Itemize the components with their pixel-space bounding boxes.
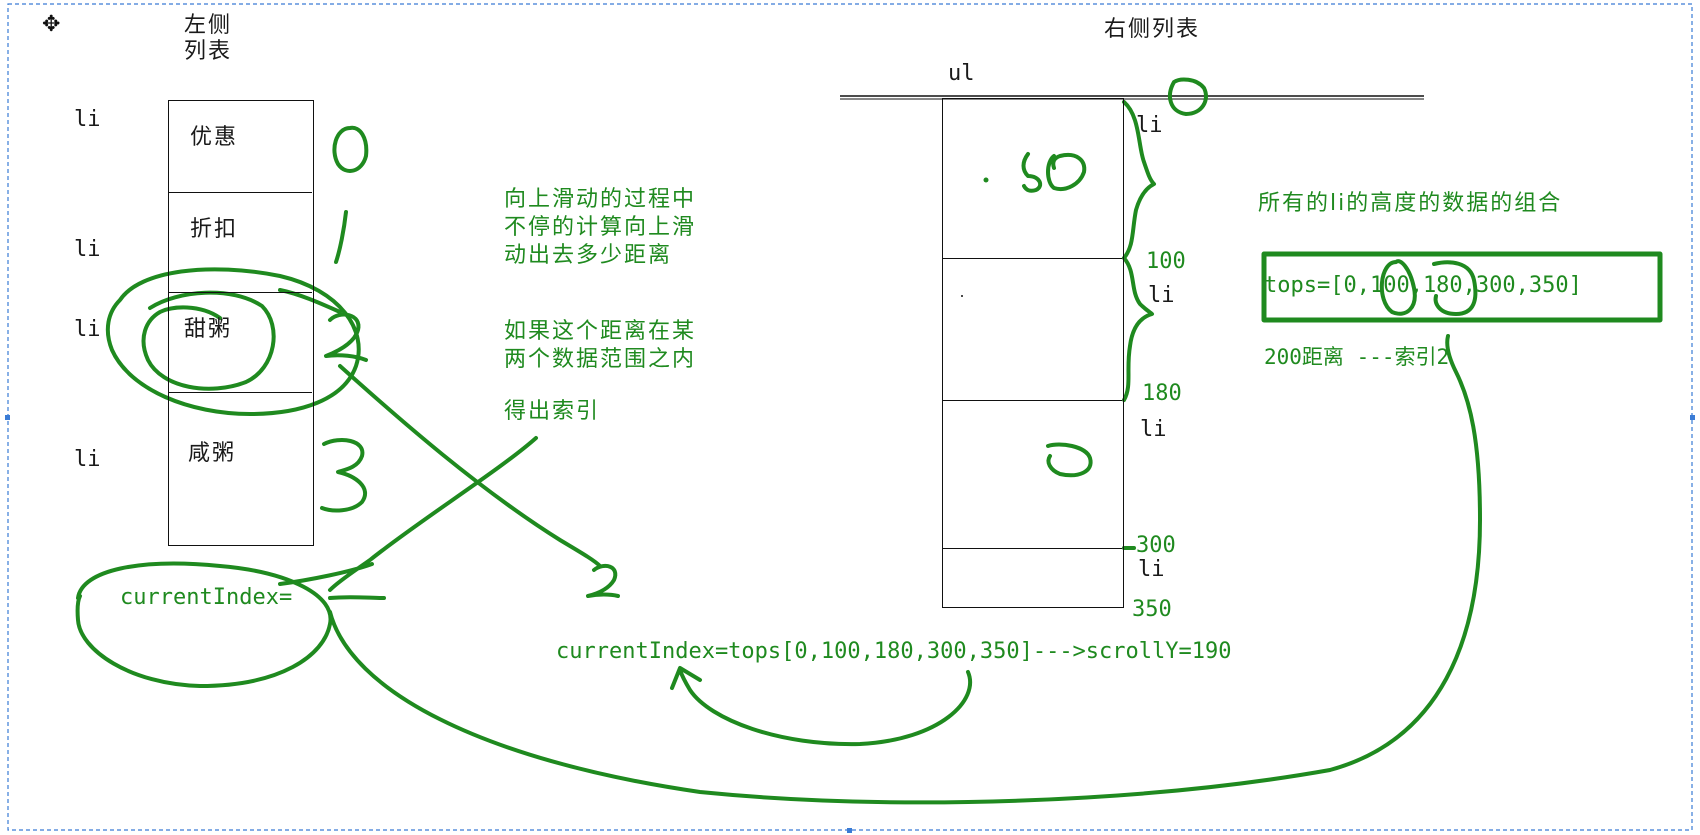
left-li-2: li — [74, 317, 101, 342]
hand-zero-bottom — [1046, 442, 1093, 478]
left-title-line1: 左侧 — [184, 13, 233, 38]
left-divider-3 — [168, 392, 312, 393]
result-note: 得出索引 — [504, 399, 601, 424]
scroll-note-line1: 向上滑动的过程中 — [504, 187, 697, 212]
tops-box — [1261, 251, 1663, 323]
tops-loop-b — [1432, 260, 1478, 316]
dot-b — [961, 295, 963, 297]
left-item-2: 甜粥 — [184, 317, 233, 342]
tick-label-300: 300 — [1136, 533, 1176, 558]
right-title: 右侧列表 — [1104, 17, 1201, 42]
scroll-note-line3: 动出去多少距离 — [504, 243, 673, 268]
ul-label: ul — [948, 61, 975, 86]
left-title-line2: 列表 — [184, 39, 233, 64]
hand-zero-left — [332, 125, 369, 173]
arrow-to-result — [338, 364, 602, 568]
right-divider-300 — [942, 548, 1122, 549]
left-li-3: li — [74, 447, 101, 472]
scroll-note-line2: 不停的计算向上滑 — [504, 215, 697, 240]
formula-text: currentIndex=tops[0,100,180,300,350]--->… — [556, 639, 1232, 664]
left-li-0: li — [74, 107, 101, 132]
circle-outer — [105, 267, 361, 416]
current-index-label: currentIndex= — [120, 585, 293, 610]
tick-label-350: 350 — [1132, 597, 1172, 622]
range-note-line1: 如果这个距离在某 — [504, 319, 697, 344]
right-divider-100 — [942, 258, 1122, 259]
tops-text: tops=[0,100,180,300,350] — [1264, 273, 1582, 298]
hand-one — [334, 210, 348, 264]
right-li-1: li — [1148, 283, 1175, 308]
circle-tail — [278, 288, 342, 314]
left-divider-2 — [168, 292, 312, 293]
right-li-0: li — [1136, 113, 1163, 138]
hand-result-two — [586, 563, 620, 598]
tops-heading: 所有的li的高度的数据的组合 — [1258, 191, 1563, 216]
left-item-3: 咸粥 — [188, 441, 237, 466]
hand-three — [320, 438, 367, 513]
brace-mid — [1122, 256, 1154, 402]
left-li-1: li — [74, 237, 101, 262]
tick-label-100: 100 — [1146, 249, 1186, 274]
left-item-1: 折扣 — [190, 217, 239, 242]
range-note-line2: 两个数据范围之内 — [504, 347, 697, 372]
tops-example: 200距离 ---索引2 — [1264, 345, 1450, 369]
right-list-box — [942, 98, 1124, 608]
loop-index-to-example — [328, 334, 1482, 805]
left-divider-1 — [168, 192, 312, 193]
hand-zero-top — [1168, 77, 1208, 116]
hand-fifty — [1021, 152, 1087, 193]
dot-a — [983, 177, 989, 183]
left-item-0: 优惠 — [190, 125, 239, 150]
frame-handle-bottom[interactable] — [847, 828, 852, 833]
circle-inner — [141, 290, 276, 391]
arrow-note-to-index — [278, 436, 538, 600]
formula-arrow — [670, 666, 972, 747]
brace-top — [1122, 100, 1156, 260]
right-divider-180 — [942, 400, 1122, 401]
frame-handle-left[interactable] — [5, 415, 10, 420]
right-li-3: li — [1138, 557, 1165, 582]
tick-label-180: 180 — [1142, 381, 1182, 406]
index-ellipse — [75, 561, 333, 688]
move-arrows-icon[interactable]: ✥ — [42, 12, 61, 37]
frame-handle-right[interactable] — [1690, 415, 1695, 420]
tops-loop-a — [1379, 259, 1417, 316]
right-li-2: li — [1140, 417, 1167, 442]
left-list-box — [168, 100, 314, 546]
